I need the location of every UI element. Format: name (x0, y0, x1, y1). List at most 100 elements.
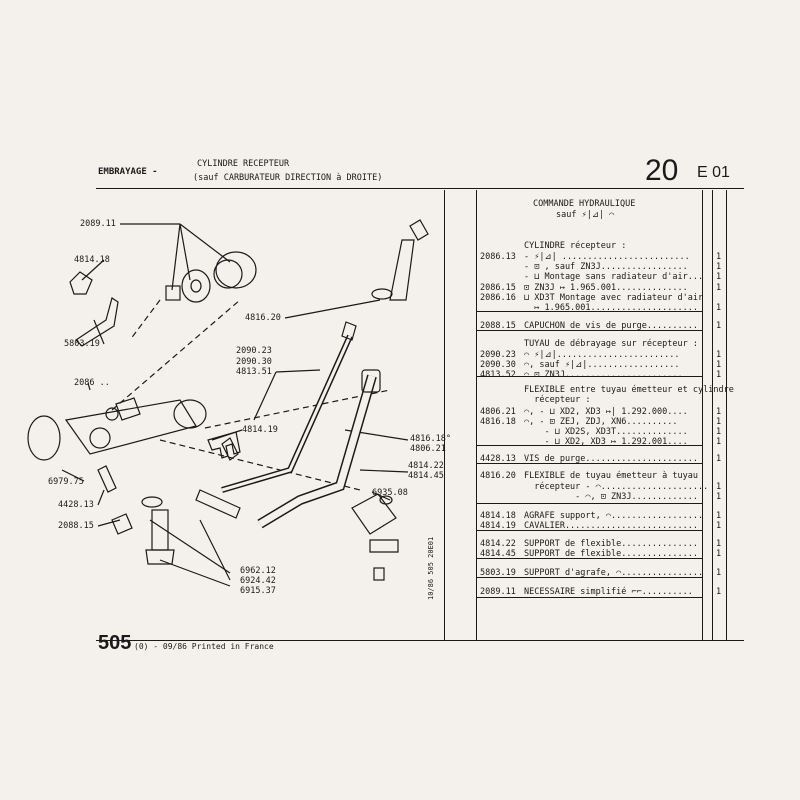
table-row: - ⊔ XD2S, XD3T..............1 (480, 427, 722, 437)
table-cell-desc: ⊡ ZN3J ↦ 1.965.001.............. (524, 283, 688, 293)
table-cell-qty: 1 (716, 303, 722, 313)
table-separator (476, 445, 702, 446)
table-row: 4813.52 ⌒ ⊡ ZN3J....................... 1 (480, 370, 722, 380)
table-row: 2090.30 ⌒, sauf ⚡|⊿|.................. 1 (480, 360, 722, 370)
table-cell-desc: CYLINDRE récepteur : (524, 241, 627, 251)
callout-2089-11: 2089.11 (80, 219, 116, 229)
callout-4814-22: 4814.22 (408, 461, 444, 471)
table-separator (476, 503, 702, 504)
table-cell-desc: VIS de purge...................... (524, 454, 698, 464)
table-cell-desc: ↦ 1.965.001..................... (524, 303, 698, 313)
table-cell-ref: 2088.15 (480, 321, 516, 331)
table-cell-desc: ⊔ XD3T Montage avec radiateur d'air (524, 293, 704, 303)
table-cell-desc: CAVALIER.......................... (524, 521, 698, 531)
section-label: EMBRAYAGE - (98, 167, 158, 177)
table-cell-ref: 4816.20 (480, 471, 516, 481)
table-cell-ref: 4814.45 (480, 549, 516, 559)
table-row: CYLINDRE récepteur : (480, 241, 722, 251)
table-cell-desc: ⌒ ⊡ ZN3J....................... (524, 370, 683, 380)
table-separator (476, 597, 702, 598)
table-row: ↦ 1.965.001..................... 1 (480, 303, 722, 313)
table-border-left (476, 190, 477, 640)
table-cell-desc: - ⊔ Montage sans radiateur d'air... (524, 272, 704, 282)
callout-2088-15: 2088.15 (58, 521, 94, 531)
table-cell-ref: 4806.21 (480, 407, 516, 417)
table-separator (476, 330, 702, 331)
table-cell-qty: 1 (716, 417, 722, 427)
table-cell-ref: 2086.15 (480, 283, 516, 293)
title-line-2: (sauf CARBURATEUR DIRECTION à DROITE) (193, 173, 383, 183)
table-cell-qty: 1 (716, 437, 722, 447)
table-cell-qty: 1 (716, 252, 722, 262)
title-line-1: CYLINDRE RECEPTEUR (197, 159, 290, 169)
table-cell-qty: 1 (716, 350, 722, 360)
table-cell-desc: AGRAFE support, ⌒.................. (524, 511, 704, 521)
table-cell-qty: 1 (716, 454, 722, 464)
callout-6979-75: 6979.75 (48, 477, 84, 487)
table-cell-ref: 4813.52 (480, 370, 516, 380)
table-cell-qty: 1 (716, 370, 722, 380)
table-row: récepteur : (480, 395, 722, 405)
table-cell-ref: 4816.18 (480, 417, 516, 427)
callout-4814-45: 4814.45 (408, 471, 444, 481)
table-separator (476, 558, 702, 559)
table-cell-desc: - ⚡|⊿| ......................... (524, 252, 690, 262)
table-cell-ref: 5803.19 (480, 568, 516, 578)
table-cell-desc: SUPPORT d'agrafe, ⌒................ (524, 568, 704, 578)
table-row: 4806.21⌒, - ⊔ XD2, XD3 ↦| 1.292.000....1 (480, 407, 722, 417)
callout-4814-19: 4814.19 (242, 425, 278, 435)
table-cell-qty: 1 (716, 492, 722, 502)
table-cell-qty: 1 (716, 427, 722, 437)
table-cell-desc: ⌒, - ⊡ ZEJ, ZDJ, XN6.......... (524, 417, 678, 427)
callout-6935-08: 6935.08 (372, 488, 408, 498)
table-cell-desc: récepteur - ⌒..................... (524, 482, 709, 492)
table-cell-ref: 4814.22 (480, 539, 516, 549)
table-cell-ref: 2089.11 (480, 587, 516, 597)
table-cell-qty: 1 (716, 521, 722, 531)
table-cell-desc: TUYAU de débrayage sur récepteur : (524, 339, 698, 349)
table-cell-desc: SUPPORT de flexible............... (524, 549, 698, 559)
table-border-outer (726, 190, 727, 640)
table-cell-qty: 1 (716, 511, 722, 521)
table-cell-qty: 1 (716, 262, 722, 272)
table-row: récepteur - ⌒.....................1 (480, 482, 722, 492)
table-row: - ⊔ Montage sans radiateur d'air... 1 (480, 272, 722, 282)
table-cell-ref: 2090.23 (480, 350, 516, 360)
table-separator (476, 311, 702, 312)
callout-4806-21: 4806.21 (410, 444, 446, 454)
table-cell-qty: 1 (716, 587, 722, 597)
table-cell-qty: 1 (716, 321, 722, 331)
table-separator (476, 376, 702, 377)
table-separator (476, 530, 702, 531)
table-cell-ref: 2086.16 (480, 293, 516, 303)
table-cell-ref: 4428.13 (480, 454, 516, 464)
table-cell-desc: ⌒, sauf ⚡|⊿|.................. (524, 360, 680, 370)
table-row: 2086.15 ⊡ ZN3J ↦ 1.965.001.............. 1 (480, 283, 722, 293)
table-cell-desc: - ⊡ , sauf ZN3J................. (524, 262, 688, 272)
callout-6962-12: 6962.12 (240, 566, 276, 576)
table-row: 4428.13 VIS de purge.....................… (480, 454, 722, 464)
table-row: TUYAU de débrayage sur récepteur : (480, 339, 722, 349)
table-separator (476, 463, 702, 464)
table-cell-desc: ⌒ ⚡|⊿|........................ (524, 350, 680, 360)
callout-6915-37: 6915.37 (240, 586, 276, 596)
table-row: - ⌒, ⊡ ZN3J.............1 (480, 492, 722, 502)
callout-4816-18: 4816.18° (410, 434, 451, 444)
header-rule (96, 188, 744, 189)
table-row: 4816.18 ⌒, - ⊡ ZEJ, ZDJ, XN6.......... 1 (480, 417, 722, 427)
table-cell-desc: - ⊔ XD2, XD3 ↦ 1.292.001.... (524, 437, 688, 447)
table-cell-qty: 1 (716, 360, 722, 370)
table-cell-ref: 2086.13 (480, 252, 516, 262)
table-cell-qty: 1 (716, 283, 722, 293)
table-cell-desc: FLEXIBLE entre tuyau émetteur et cylindr… (524, 385, 734, 395)
table-cell-qty: 1 (716, 539, 722, 549)
table-border-right (712, 190, 713, 640)
table-cell-qty: 1 (716, 272, 722, 282)
table-cell-ref: 2090.30 (480, 360, 516, 370)
